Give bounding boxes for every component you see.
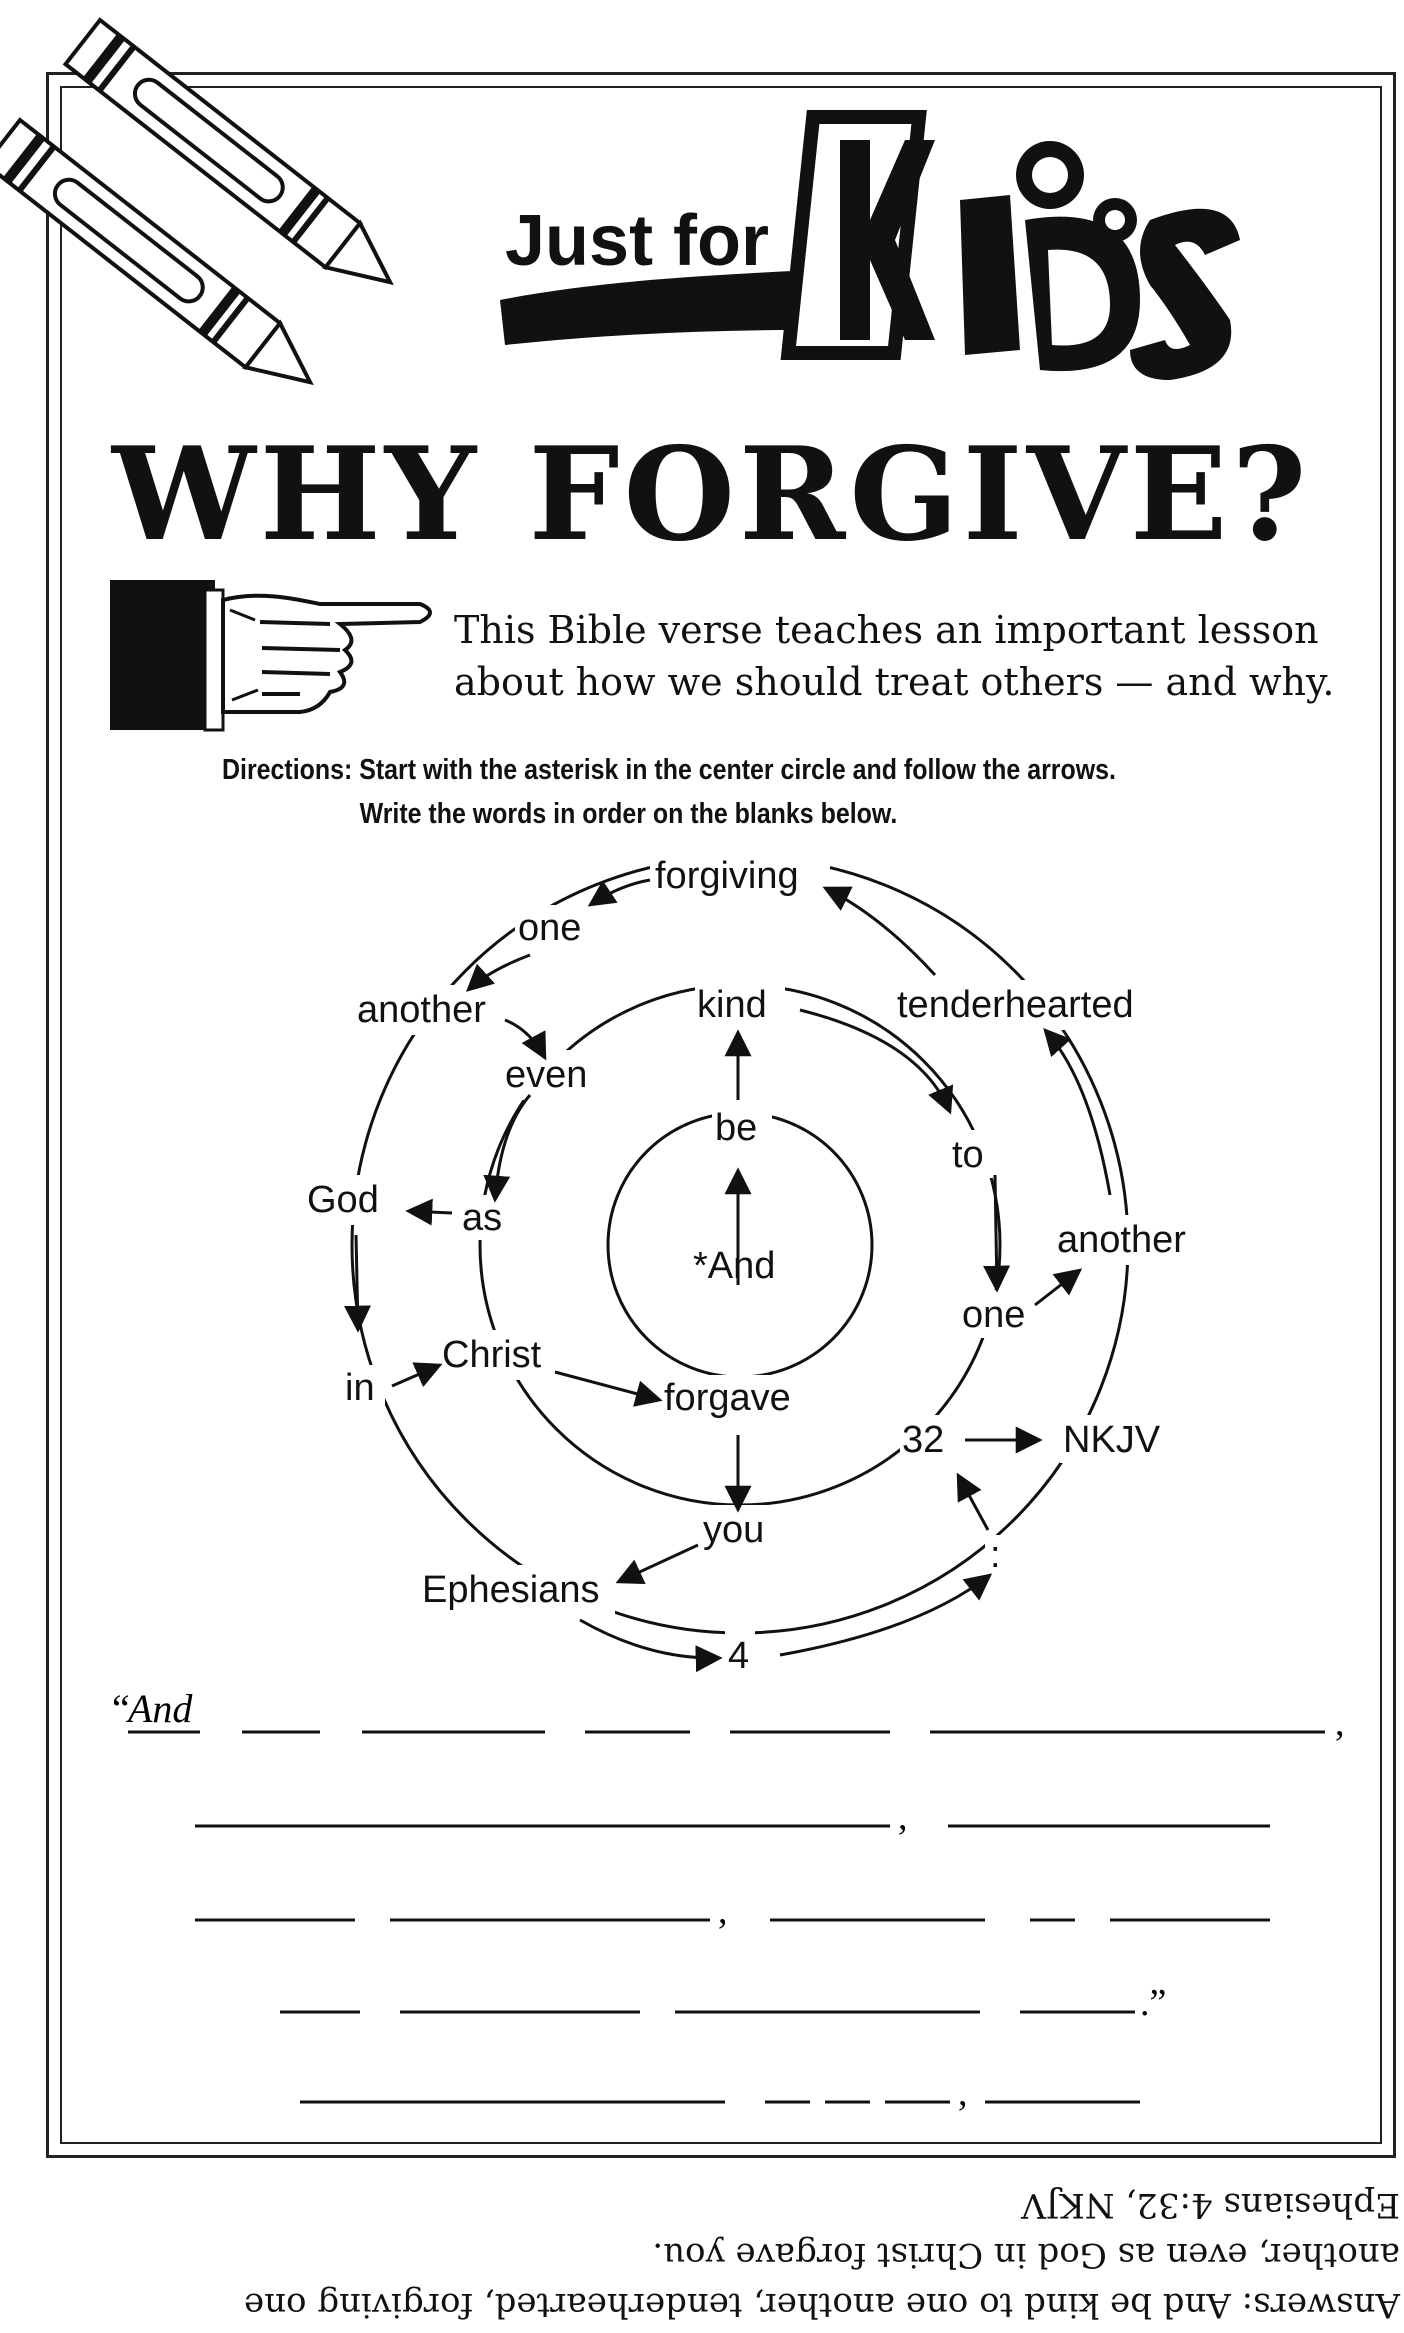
intro-line-2: about how we should treat others — and w… bbox=[454, 660, 1335, 704]
word-32: 32 bbox=[902, 1419, 944, 1461]
word-forgiving: forgiving bbox=[655, 855, 799, 897]
word-tenderhearted: tenderhearted bbox=[897, 984, 1134, 1026]
word-another-right: another bbox=[1057, 1219, 1186, 1261]
intro-line-1: This Bible verse teaches an important le… bbox=[454, 608, 1319, 652]
directions-line-2: Write the words in order on the blanks b… bbox=[359, 798, 898, 830]
word-as: as bbox=[462, 1197, 502, 1239]
word-ephesians: Ephesians bbox=[422, 1569, 599, 1611]
word-god: God bbox=[307, 1179, 379, 1221]
answers-line-2: another, even as God in Christ forgave y… bbox=[652, 2235, 1400, 2275]
word-one-top: one bbox=[518, 907, 581, 949]
answers-line-1: Answers: And be kind to one another, ten… bbox=[244, 2285, 1400, 2325]
crayon-icon bbox=[0, 117, 314, 386]
word-kind: kind bbox=[697, 984, 767, 1026]
answer-blanks: “ And , , , .” bbox=[112, 1686, 1345, 2114]
word-colon: : bbox=[990, 1534, 1001, 1576]
word-be: be bbox=[715, 1107, 757, 1149]
comma-1: , bbox=[1335, 1702, 1345, 1744]
word-christ: Christ bbox=[442, 1334, 542, 1376]
puzzle-word-labels: forgiving one another even kind tenderhe… bbox=[307, 855, 1186, 1677]
comma-2: , bbox=[898, 1796, 908, 1838]
page-title: WHY FORGIVE? bbox=[112, 420, 1311, 570]
first-word: And bbox=[125, 1686, 193, 1731]
answers-line-3: Ephesians 4:32, NKJV bbox=[1021, 2185, 1400, 2225]
comma-3: , bbox=[718, 1890, 728, 1932]
inner-frame bbox=[60, 86, 1382, 2144]
period-quote: .” bbox=[1140, 1982, 1166, 2024]
comma-4: , bbox=[958, 2072, 968, 2114]
open-quote: “ bbox=[112, 1686, 130, 1731]
word-you: you bbox=[703, 1509, 764, 1551]
pointing-hand-icon bbox=[110, 580, 432, 732]
brand-prefix: Just for bbox=[505, 201, 769, 281]
word-in: in bbox=[345, 1367, 375, 1409]
word-another-left: another bbox=[357, 989, 486, 1031]
word-forgave: forgave bbox=[664, 1377, 791, 1419]
word-nkjv: NKJV bbox=[1063, 1419, 1161, 1461]
word-backgrounds bbox=[305, 850, 1205, 1675]
directions-label: Directions: bbox=[222, 754, 353, 786]
word-and-start: *And bbox=[693, 1245, 775, 1287]
answers-upside-down: Answers: And be kind to one another, ten… bbox=[150, 2180, 1400, 2330]
outer-frame bbox=[46, 72, 1396, 2158]
just-for-kids-logo: Just for bbox=[500, 110, 1240, 380]
directions-line-1: Start with the asterisk in the center ci… bbox=[359, 754, 1116, 786]
puzzle-arrows bbox=[343, 878, 1112, 1673]
word-to: to bbox=[952, 1134, 984, 1176]
word-even: even bbox=[505, 1054, 587, 1096]
word-one-right: one bbox=[962, 1294, 1025, 1336]
word-4: 4 bbox=[728, 1635, 749, 1677]
directions: Directions: Start with the asterisk in t… bbox=[222, 748, 1168, 836]
crayon-icon bbox=[62, 17, 394, 286]
intro-text: This Bible verse teaches an important le… bbox=[454, 604, 1354, 708]
